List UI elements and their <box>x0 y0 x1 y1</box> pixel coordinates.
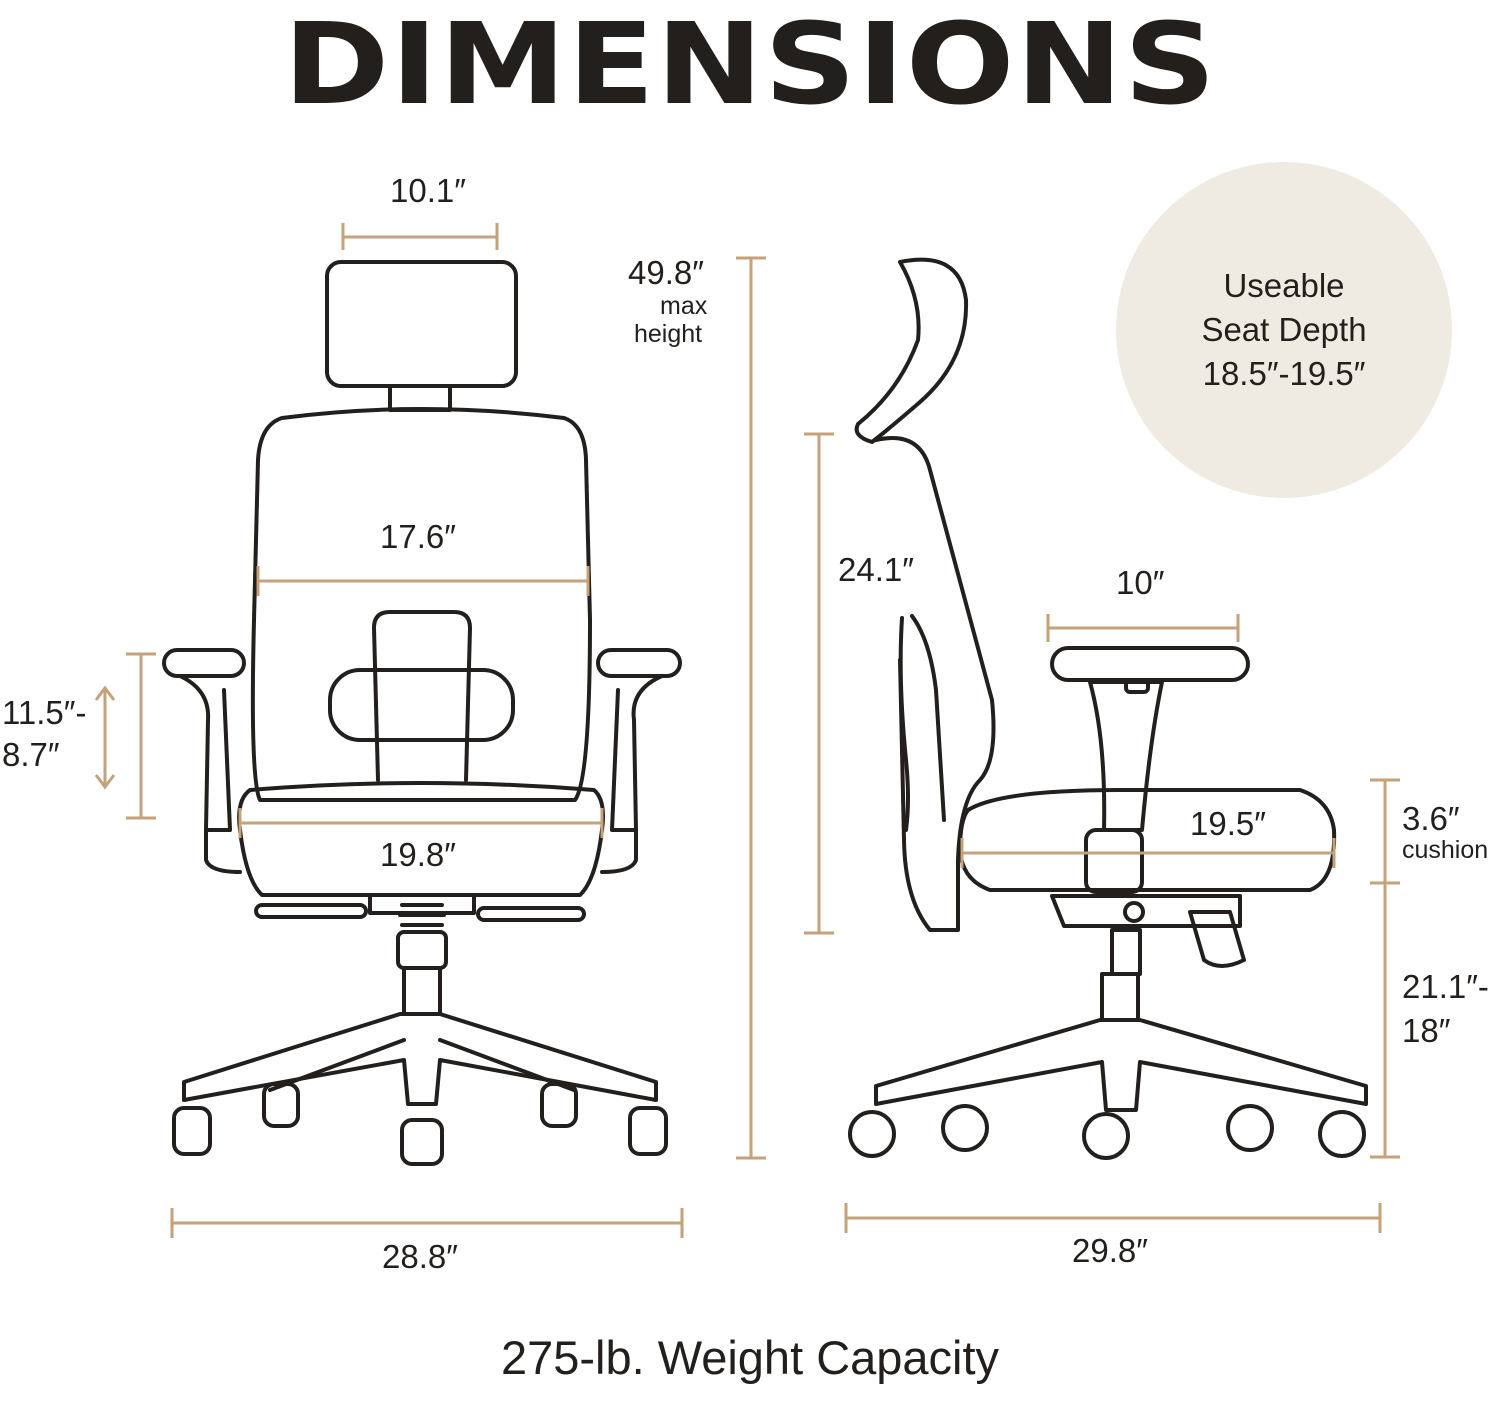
headrest <box>325 260 518 388</box>
front-dimension-lines <box>94 223 766 1238</box>
side-armrest-pad <box>1050 646 1250 682</box>
armrest-height-top-label: 11.5″- <box>2 694 87 731</box>
backrest-mesh <box>250 407 592 802</box>
cushion-value-label: 3.6″ <box>1402 800 1460 837</box>
armrest-right-pad <box>596 648 682 678</box>
side-armrest-base <box>1084 828 1144 894</box>
side-tension-knob <box>1123 901 1145 923</box>
max-height-line <box>736 256 766 1160</box>
side-seat-cushion <box>958 788 1337 892</box>
side-backrest-inner <box>910 614 946 822</box>
side-gas-cylinder <box>1100 972 1140 1022</box>
backrest-width-line <box>256 566 590 596</box>
armrest-left-pad <box>162 648 246 678</box>
star-base <box>182 1012 658 1106</box>
side-dimension-lines <box>804 432 1400 1233</box>
badge-line-2: Seat Depth <box>1201 311 1367 348</box>
armrest-length-line <box>1046 614 1240 642</box>
side-backrest-mesh-edge <box>898 616 910 832</box>
side-star-base <box>874 1018 1368 1112</box>
armrest-length-label: 10″ <box>1116 564 1165 601</box>
side-lever-handle <box>1188 910 1246 968</box>
page-title: DIMENSIONS <box>283 0 1217 131</box>
headrest-width-line <box>341 223 499 250</box>
side-backrest-frame <box>874 436 996 932</box>
side-view-chair <box>848 257 1368 1160</box>
headrest-post <box>388 384 452 412</box>
front-view-chair <box>162 260 682 1166</box>
base-width-line <box>170 1208 684 1238</box>
backrest-height-line <box>804 432 834 935</box>
armrest-adjust-arrow <box>94 685 116 790</box>
badge-line-3: 18.5″-19.5″ <box>1202 355 1366 392</box>
side-headrest <box>854 257 969 444</box>
lumbar-pad <box>328 668 515 742</box>
armrest-right-post <box>610 674 664 832</box>
badge-line-1: Useable <box>1223 267 1345 304</box>
lever-right <box>476 906 586 922</box>
cylinder-cover <box>396 930 448 970</box>
seat-height-top-label: 21.1″- <box>1402 968 1489 1005</box>
seat-depth-badge: Useable Seat Depth 18.5″-19.5″ <box>1116 162 1452 498</box>
base-depth-label: 29.8″ <box>1072 1232 1148 1269</box>
max-height-label-max: max <box>660 292 708 320</box>
backrest-height-label: 24.1″ <box>838 551 914 588</box>
max-height-label-height: height <box>634 320 703 348</box>
seat-width-label: 19.8″ <box>380 836 456 873</box>
seat-depth-label: 19.5″ <box>1190 805 1266 842</box>
armrest-left-bracket <box>204 828 242 874</box>
lever-left <box>254 903 368 919</box>
seat-height-bottom-label: 18″ <box>1402 1012 1451 1049</box>
base-legs-rear <box>268 1038 576 1092</box>
lumbar-frame <box>372 610 472 782</box>
headrest-width-label: 10.1″ <box>390 172 466 209</box>
armrest-height-bottom-label: 8.7″ <box>2 736 60 773</box>
seat-width-line <box>238 808 604 838</box>
seat-height-line <box>1370 778 1400 1159</box>
gas-cylinder <box>402 966 442 1016</box>
seat-depth-line <box>960 838 1336 868</box>
backrest-width-label: 17.6″ <box>380 518 456 555</box>
cushion-label: cushion <box>1402 836 1489 864</box>
base-width-label: 28.8″ <box>382 1238 458 1275</box>
side-casters <box>848 1104 1366 1160</box>
max-height-value: 49.8″ <box>628 254 704 291</box>
base-depth-line <box>844 1203 1382 1233</box>
armrest-right-bracket <box>600 828 638 874</box>
side-cylinder-cover <box>1110 928 1142 976</box>
armrest-left-post <box>178 674 232 832</box>
weight-capacity: 275-lb. Weight Capacity <box>500 1331 1000 1384</box>
front-casters <box>172 1082 668 1166</box>
spring <box>398 903 446 927</box>
side-mechanism <box>1050 894 1242 928</box>
side-armrest-post <box>1088 680 1164 832</box>
armrest-height-line <box>126 652 156 820</box>
